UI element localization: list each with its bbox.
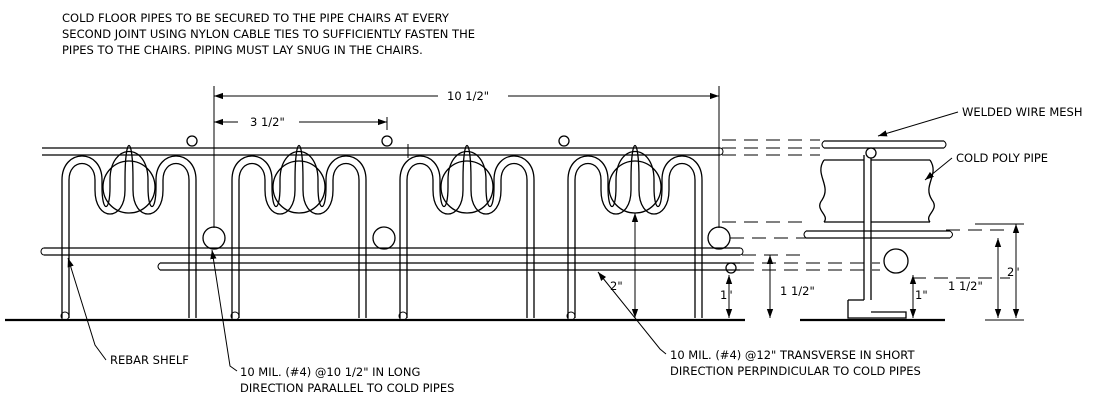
label-rebar-shelf: REBAR SHELF bbox=[110, 353, 189, 367]
cold-pipe-left-view bbox=[608, 160, 662, 214]
top-note-line-2: SECOND JOINT USING NYLON CABLE TIES TO S… bbox=[62, 27, 475, 41]
mesh-crossbar bbox=[558, 135, 570, 147]
section-dim-1-inch: 1" bbox=[915, 288, 928, 302]
mesh-crossbar bbox=[381, 135, 393, 147]
dashed-extension-lines bbox=[722, 139, 1010, 279]
dim-1-1-2-inch: 1 1/2" bbox=[780, 284, 815, 298]
dimension-lines bbox=[213, 86, 1024, 321]
label-welded-wire-mesh: WELDED WIRE MESH bbox=[962, 105, 1083, 119]
callout-leaders bbox=[67, 111, 959, 372]
pipe-chairs bbox=[60, 144, 703, 321]
welded-wire-mesh-bars bbox=[42, 135, 724, 158]
section-view bbox=[803, 140, 953, 319]
label-long-rebar-line-2: DIRECTION PARALLEL TO COLD PIPES bbox=[240, 381, 454, 395]
label-cold-poly-pipe: COLD POLY PIPE bbox=[956, 151, 1048, 165]
section-dim-2-inch: 2" bbox=[1007, 265, 1020, 279]
cold-pipe-left-view bbox=[440, 160, 494, 214]
dim-3-1-2: 3 1/2" bbox=[250, 115, 285, 129]
top-note-line-3: PIPES TO THE CHAIRS. PIPING MUST LAY SNU… bbox=[62, 43, 423, 57]
cold-pipe-left-view bbox=[272, 160, 326, 214]
top-note: COLD FLOOR PIPES TO BE SECURED TO THE PI… bbox=[62, 11, 475, 57]
dim-10-1-2: 10 1/2" bbox=[447, 89, 489, 103]
rebar-shelf-bars bbox=[40, 247, 744, 271]
section-dim-1-1-2-inch: 1 1/2" bbox=[948, 279, 983, 293]
top-note-line-1: COLD FLOOR PIPES TO BE SECURED TO THE PI… bbox=[62, 11, 450, 25]
label-long-rebar-line-1: 10 MIL. (#4) @10 1/2" IN LONG bbox=[240, 365, 420, 379]
mesh-crossbar bbox=[186, 135, 198, 147]
long-rebar-sections bbox=[202, 226, 737, 274]
label-transverse-rebar-line-2: DIRECTION PERPINDICULAR TO COLD PIPES bbox=[670, 364, 921, 378]
cold-pipe-left-view bbox=[102, 160, 156, 214]
dim-2-inch: 2" bbox=[610, 279, 623, 293]
label-transverse-rebar-line-1: 10 MIL. (#4) @12" TRANSVERSE IN SHORT bbox=[670, 348, 915, 362]
dim-1-inch: 1" bbox=[720, 288, 733, 302]
